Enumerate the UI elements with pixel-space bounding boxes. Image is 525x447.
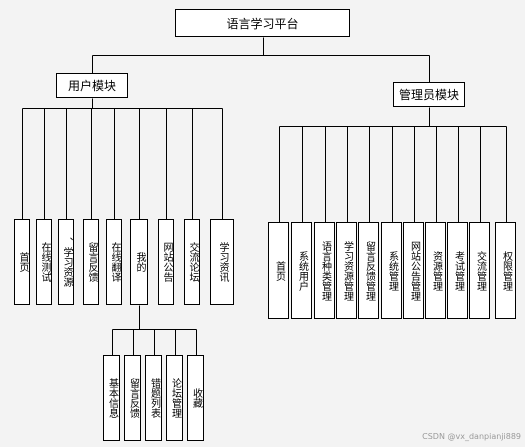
mine-child-label: 论坛管理 bbox=[169, 378, 181, 418]
root-label: 语言学习平台 bbox=[226, 16, 299, 31]
user-child-node: 交流论坛 bbox=[184, 219, 200, 305]
admin-child-node: 首页 bbox=[268, 222, 289, 319]
admin-child-node: 交流管理 bbox=[469, 222, 490, 319]
mine-child-label: 收藏 bbox=[190, 388, 202, 408]
mine-child-label: 错题列表 bbox=[148, 378, 160, 418]
admin-child-node: 系统用户 bbox=[291, 222, 312, 319]
mine-child-node: 留言反馈 bbox=[124, 355, 141, 441]
admin-child-label: 权限管理 bbox=[500, 250, 512, 291]
user-child-label: 网站公告 bbox=[161, 242, 172, 282]
user-child-label: 学习资讯 bbox=[217, 242, 228, 282]
user-child-node: 首页 bbox=[14, 219, 30, 305]
admin-child-label: 网站公告管理 bbox=[408, 240, 420, 301]
mine-child-label: 基本信息 bbox=[106, 378, 118, 418]
user-child-node: 在线测试 bbox=[36, 219, 52, 305]
admin-child-label: 语言种类管理 bbox=[319, 240, 331, 301]
user-child-label: 交流论坛 bbox=[187, 242, 198, 282]
mine-child-label: 留言反馈 bbox=[127, 378, 139, 418]
user-child-label: 在线翻译 bbox=[109, 242, 120, 282]
admin-child-label: 首页 bbox=[273, 260, 285, 281]
mine-child-node: 错题列表 bbox=[145, 355, 162, 441]
admin-child-node: 资源管理 bbox=[425, 222, 446, 319]
user-child-label: 、学习资源 bbox=[61, 237, 72, 287]
user-child-node-mine: 我的 bbox=[130, 219, 148, 305]
admin-child-node: 权限管理 bbox=[495, 222, 516, 319]
admin-child-node: 学习资源管理 bbox=[336, 222, 357, 319]
user-module-label: 用户模块 bbox=[67, 79, 116, 93]
user-child-node: 在线翻译 bbox=[106, 219, 122, 305]
admin-child-label: 留言反馈管理 bbox=[363, 240, 375, 301]
admin-child-label: 系统管理 bbox=[386, 250, 398, 291]
admin-child-node: 语言种类管理 bbox=[314, 222, 335, 319]
admin-module-label: 管理员模块 bbox=[398, 88, 459, 102]
user-module-node: 用户模块 bbox=[56, 73, 128, 98]
admin-child-node: 系统管理 bbox=[381, 222, 402, 319]
user-child-label: 首页 bbox=[17, 252, 28, 272]
watermark-text: CSDN @vx_danpianji889 bbox=[422, 432, 521, 441]
admin-child-node: 网站公告管理 bbox=[403, 222, 424, 319]
user-child-node: 、学习资源 bbox=[58, 219, 74, 305]
mine-child-node: 基本信息 bbox=[103, 355, 120, 441]
user-child-node: 学习资讯 bbox=[210, 219, 234, 305]
admin-child-node: 留言反馈管理 bbox=[358, 222, 379, 319]
mine-child-node: 收藏 bbox=[187, 355, 204, 441]
admin-child-label: 资源管理 bbox=[430, 250, 442, 291]
user-child-label: 我的 bbox=[134, 252, 145, 272]
mine-child-node: 论坛管理 bbox=[166, 355, 183, 441]
admin-module-node: 管理员模块 bbox=[393, 82, 465, 107]
admin-child-label: 学习资源管理 bbox=[341, 240, 353, 301]
user-child-node: 留言反馈 bbox=[83, 219, 99, 305]
admin-child-label: 考试管理 bbox=[452, 250, 464, 291]
user-child-node: 网站公告 bbox=[158, 219, 174, 305]
root-node: 语言学习平台 bbox=[175, 9, 350, 37]
user-child-label: 在线测试 bbox=[39, 242, 50, 282]
admin-child-node: 考试管理 bbox=[447, 222, 468, 319]
admin-child-label: 系统用户 bbox=[296, 250, 308, 291]
user-child-label: 留言反馈 bbox=[86, 242, 97, 282]
admin-child-label: 交流管理 bbox=[474, 250, 486, 291]
